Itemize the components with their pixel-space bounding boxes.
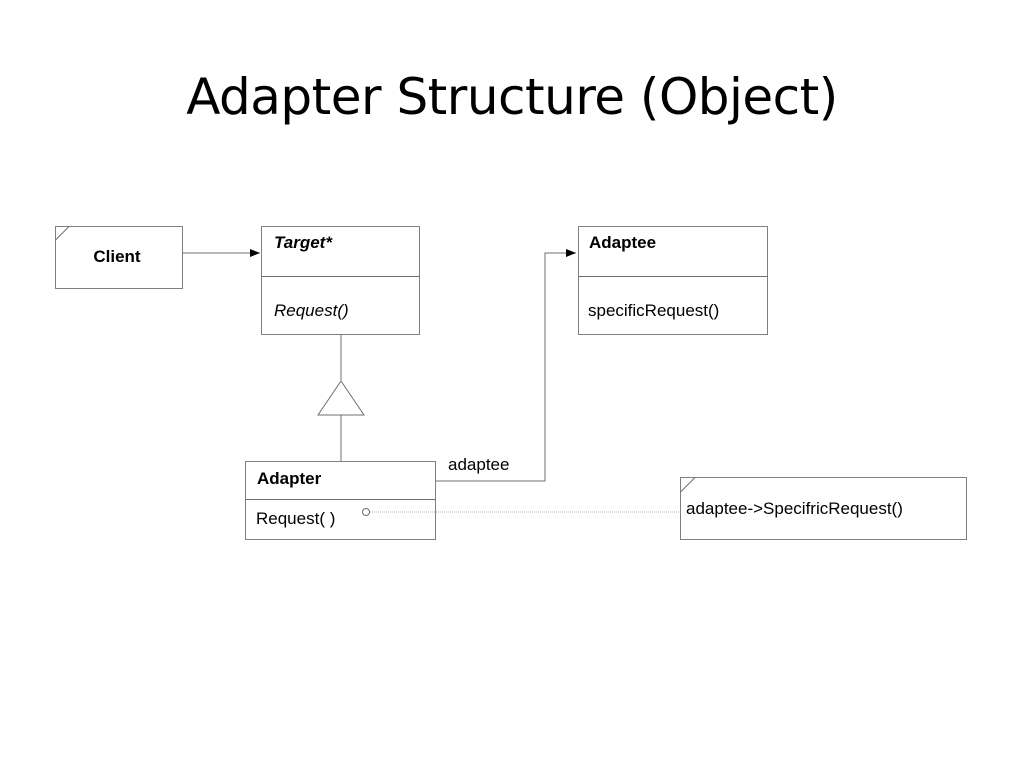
client-class-box[interactable]: Client (55, 226, 183, 289)
generalization-triangle (317, 380, 365, 416)
note-anchor-circle (362, 508, 370, 516)
adaptee-operation: specificRequest() (588, 301, 719, 320)
note-text: adaptee->SpecifricRequest() (686, 499, 903, 518)
association-label: adaptee (448, 455, 509, 474)
target-class-name: Target* (274, 233, 333, 252)
adaptee-class-box[interactable]: Adaptee specificRequest() (578, 226, 768, 335)
adapter-class-name: Adapter (257, 469, 322, 488)
client-class-name: Client (93, 247, 141, 266)
note-folded-corner-mark (680, 477, 696, 493)
implementation-note[interactable]: adaptee->SpecifricRequest() (680, 477, 967, 540)
adaptee-class-name: Adaptee (589, 233, 656, 252)
folded-corner-mark (55, 226, 70, 241)
page-title: Adapter Structure (Object) (186, 68, 838, 126)
target-operation: Request() (274, 301, 349, 320)
adapter-adaptee-association (436, 249, 576, 482)
target-class-box[interactable]: Target* Request() (261, 226, 420, 335)
adapter-operation: Request( ) (256, 509, 335, 528)
adapter-class-box[interactable]: Adapter Request( ) (245, 461, 436, 540)
